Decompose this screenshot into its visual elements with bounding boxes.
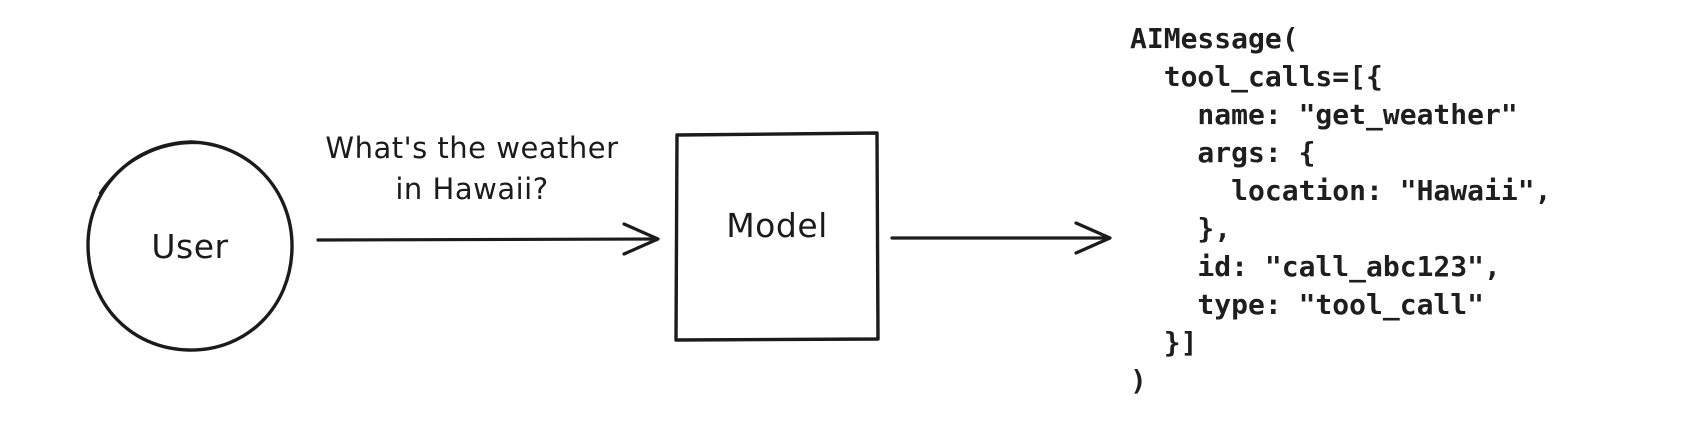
code-line: AIMessage( — [1130, 22, 1299, 55]
code-line: }] — [1130, 326, 1198, 359]
code-line: args: { — [1130, 136, 1316, 169]
aimessage-code-block: AIMessage( tool_calls=[{ name: "get_weat… — [1130, 20, 1551, 400]
user-message-label: What's the weather in Hawaii? — [272, 128, 672, 210]
user-node-circle-sketch-overlap — [98, 141, 198, 195]
user-node-label: User — [151, 227, 229, 266]
arrow-model-to-output-head — [1074, 221, 1112, 255]
model-node-rectangle — [674, 131, 880, 342]
code-line: }, — [1130, 212, 1232, 245]
code-line: id: "call_abc123", — [1130, 250, 1501, 283]
code-line: name: "get_weather" — [1130, 98, 1518, 131]
code-line: ) — [1130, 364, 1147, 397]
model-node-label: Model — [726, 206, 828, 245]
user-node-circle — [86, 140, 294, 352]
arrow-user-to-model-shaft — [316, 237, 654, 242]
user-message-line2: in Hawaii? — [395, 172, 549, 206]
arrow-user-to-model-head — [622, 222, 660, 256]
code-line: location: "Hawaii", — [1130, 174, 1552, 207]
user-message-line1: What's the weather — [325, 131, 619, 165]
code-line: type: "tool_call" — [1130, 288, 1485, 321]
code-line: tool_calls=[{ — [1130, 60, 1383, 93]
